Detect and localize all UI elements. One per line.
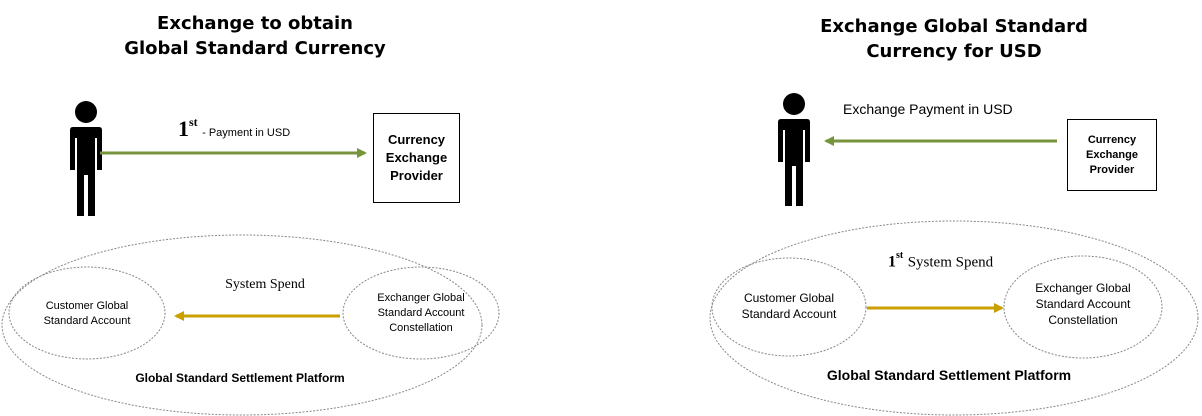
right-title: Exchange Global Standard Currency for US… (804, 14, 1104, 64)
left-customer-line2: Standard Account (43, 315, 131, 327)
right-provider-line3: Provider (1089, 163, 1135, 176)
left-platform-label: Global Standard Settlement Platform (135, 371, 345, 385)
left-provider-line3: Provider (390, 168, 443, 183)
right-customer-ellipse (711, 257, 867, 357)
right-exchanger-ellipse (1003, 255, 1163, 359)
left-customer-ellipse (8, 266, 166, 360)
left-person-icon (70, 101, 102, 216)
right-customer-line1: Customer Global (743, 291, 835, 305)
right-exchanger-line1: Exchanger Global (1035, 281, 1131, 295)
right-platform-ellipse (709, 220, 1199, 416)
left-ordinal-number: 1 (178, 116, 189, 141)
left-provider-box: Currency Exchange Provider (373, 113, 460, 203)
left-platform-ellipse (1, 234, 483, 416)
left-spend-label: System Spend (225, 277, 305, 292)
left-provider-line2: Exchange (385, 150, 448, 165)
right-provider-line1: Currency (1087, 133, 1137, 146)
right-customer-label: Customer Global Standard Account (716, 290, 862, 322)
right-title-line1: Exchange Global Standard (820, 16, 1088, 37)
right-exchanger-line2: Standard Account (1035, 297, 1131, 311)
right-exchanger-label: Exchanger Global Standard Account Conste… (1008, 280, 1158, 328)
left-payment-caption: 1st - Payment in USD (178, 114, 291, 142)
left-customer-line1: Customer Global (45, 300, 129, 312)
right-provider-line2: Exchange (1086, 148, 1138, 161)
right-provider-box: Currency Exchange Provider (1067, 119, 1157, 191)
left-title-line2: Global Standard Currency (124, 38, 386, 59)
right-spend-label: System Spend (907, 254, 994, 271)
right-platform-label: Global Standard Settlement Platform (826, 367, 1072, 383)
right-ordinal-number: 1 (888, 253, 896, 271)
left-ordinal-suffix: st (189, 114, 198, 129)
left-customer-label: Customer Global Standard Account (14, 299, 160, 329)
right-person-icon (778, 93, 810, 206)
right-payment-label: Exchange Payment in USD (843, 101, 1013, 117)
left-exchanger-label: Exchanger Global Standard Account Conste… (348, 291, 494, 336)
right-exchanger-line3: Constellation (1048, 313, 1118, 327)
right-ordinal-suffix: st (896, 250, 904, 261)
right-title-line2: Currency for USD (866, 41, 1042, 62)
right-spend-caption: 1st System Spend (888, 250, 994, 271)
left-payment-label: - Payment in USD (202, 127, 291, 139)
left-title: Exchange to obtain Global Standard Curre… (105, 11, 405, 61)
left-exchanger-line1: Exchanger Global (377, 292, 465, 304)
left-exchanger-line2: Standard Account (377, 307, 465, 319)
left-exchanger-line3: Constellation (389, 322, 453, 334)
left-provider-line1: Currency (387, 132, 446, 147)
right-customer-line2: Standard Account (741, 307, 837, 321)
left-title-line1: Exchange to obtain (157, 13, 353, 34)
left-exchanger-ellipse (342, 266, 500, 360)
